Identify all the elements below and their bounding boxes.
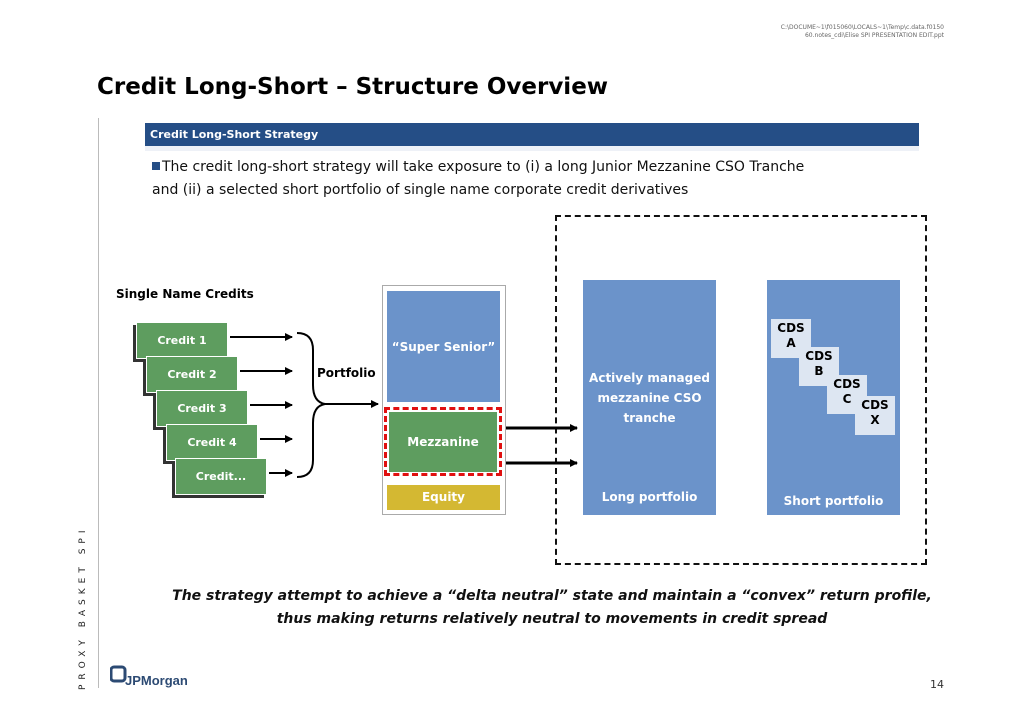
banner-underline bbox=[145, 146, 919, 151]
statement-line2: thus making returns relatively neutral t… bbox=[276, 611, 828, 627]
page-number: 14 bbox=[930, 678, 944, 691]
cds-a-top: CDS bbox=[777, 321, 805, 335]
bullet-paragraph: The credit long-short strategy will take… bbox=[152, 156, 912, 202]
credit-box-4: Credit 4 bbox=[166, 424, 258, 461]
long-portfolio-description: Actively managed mezzanine CSO tranche bbox=[583, 368, 716, 428]
single-name-credits-label: Single Name Credits bbox=[116, 287, 254, 301]
long-short-dashed-frame bbox=[555, 215, 927, 565]
left-divider bbox=[98, 118, 99, 688]
cds-c-top: CDS bbox=[833, 377, 861, 391]
cds-c-bottom: C bbox=[842, 392, 852, 406]
file-path-line1: C:\DOCUME~1\f015060\LOCALS~1\Temp\c.data… bbox=[780, 24, 944, 31]
section-banner: Credit Long-Short Strategy bbox=[145, 123, 919, 146]
cds-x-top: CDS bbox=[861, 398, 889, 412]
bullet-square-icon bbox=[152, 162, 160, 170]
super-senior-tranche: “Super Senior” bbox=[387, 291, 500, 402]
bullet-line-1: The credit long-short strategy will take… bbox=[162, 159, 805, 175]
cds-card-c: CDS C bbox=[827, 375, 867, 414]
portfolio-label: Portfolio bbox=[317, 366, 376, 380]
cds-card-x: CDS X bbox=[855, 396, 895, 435]
strategy-statement: The strategy attempt to achieve a “delta… bbox=[100, 585, 1004, 631]
long-portfolio-box: Actively managed mezzanine CSO tranche L… bbox=[583, 280, 716, 515]
short-portfolio-label: Short portfolio bbox=[783, 494, 884, 508]
mezzanine-tranche: Mezzanine bbox=[389, 412, 497, 472]
jpmorgan-logo-icon bbox=[110, 665, 127, 683]
file-path: C:\DOCUME~1\f015060\LOCALS~1\Temp\c.data… bbox=[724, 24, 944, 40]
mezzanine-highlight bbox=[384, 407, 502, 476]
portfolio-brace bbox=[296, 332, 326, 478]
credit-box-more: Credit... bbox=[175, 458, 267, 495]
equity-tranche: Equity bbox=[387, 485, 500, 510]
cds-x-bottom: X bbox=[870, 413, 880, 427]
bullet-line-2: and (ii) a selected short portfolio of s… bbox=[152, 182, 689, 198]
long-desc-line2: mezzanine CSO bbox=[597, 391, 702, 405]
long-portfolio-label: Long portfolio bbox=[601, 490, 698, 504]
jpmorgan-logo-text: JPMorgan bbox=[125, 673, 188, 688]
statement-line1: The strategy attempt to achieve a “delta… bbox=[172, 588, 932, 604]
page-title: Credit Long-Short – Structure Overview bbox=[97, 74, 609, 100]
credit-box-2: Credit 2 bbox=[146, 356, 238, 393]
cds-a-bottom: A bbox=[786, 336, 796, 350]
long-desc-line3: tranche bbox=[623, 411, 676, 425]
file-path-line2: 60.notes_cdi\Elise SPI PRESENTATION EDIT… bbox=[804, 32, 944, 39]
long-desc-line1: Actively managed bbox=[589, 371, 710, 385]
tranche-stack-frame bbox=[382, 285, 506, 515]
cds-b-bottom: B bbox=[814, 364, 824, 378]
cds-b-top: CDS bbox=[805, 349, 833, 363]
